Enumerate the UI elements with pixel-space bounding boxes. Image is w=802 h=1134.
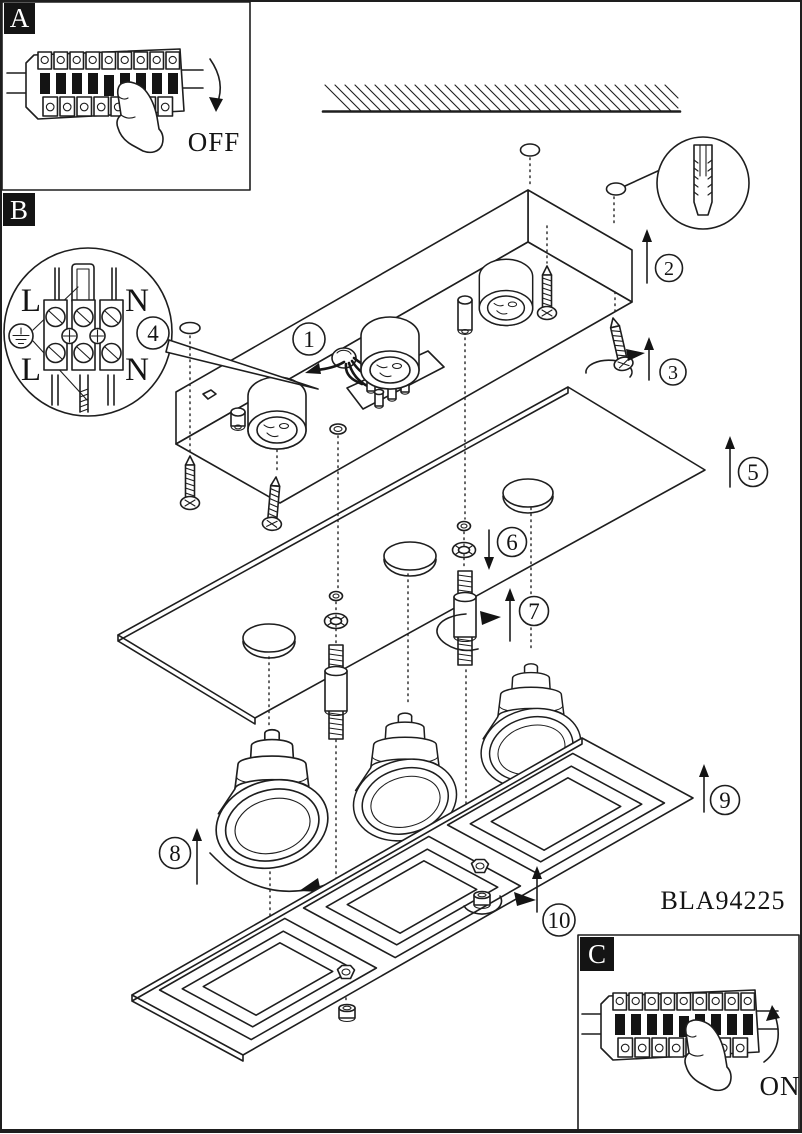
svg-text:8: 8: [169, 841, 181, 866]
mounting-base: [175, 189, 633, 504]
screw-into-anchor: [585, 315, 645, 378]
bushing: [457, 295, 473, 336]
svg-text:2: 2: [664, 258, 674, 280]
wire-arrow-icon: [305, 363, 321, 374]
hex-nut: [470, 858, 490, 874]
svg-text:9: 9: [719, 788, 731, 813]
ceiling-hole: [605, 182, 627, 196]
svg-text:5: 5: [747, 460, 759, 485]
svg-text:B: B: [10, 195, 28, 225]
panel-c-label: C: [588, 939, 606, 969]
rotate-arrow-icon: [299, 878, 321, 892]
terminal-label-n-top: N: [125, 283, 149, 319]
rotation-arc: [463, 895, 503, 915]
insert-arrow-icon: [514, 892, 536, 906]
insert-arrow-icon: [626, 349, 645, 361]
step-marker-1: [292, 322, 326, 356]
hex-nut: [336, 964, 356, 980]
bushing: [230, 407, 246, 432]
finial-cap: [338, 1003, 356, 1023]
ceiling-hole: [519, 143, 541, 157]
wiring-detail: L N L N 4: [3, 247, 319, 417]
lamp-holder: [360, 316, 420, 390]
model-number: BLA94225: [661, 886, 786, 915]
ceiling-hatch: [321, 84, 682, 113]
mounting-screw: [179, 455, 201, 511]
rotate-arrow-icon: [480, 611, 501, 625]
svg-text:4: 4: [147, 321, 159, 346]
mounting-tab: [202, 389, 217, 400]
terminal-label-l-bottom: L: [21, 352, 41, 388]
panel-b-label: B: [3, 193, 35, 226]
panel-c: C ON: [577, 934, 801, 1132]
on-caption: ON: [760, 1071, 801, 1101]
rotation-arc: [436, 613, 479, 652]
panel-a: A OFF: [1, 1, 251, 191]
wall-anchor-icon: [693, 144, 713, 216]
terminal-screws: [45, 306, 122, 364]
breaker-strip: [581, 989, 779, 1061]
starlock-washer: [451, 541, 477, 559]
gu10-bulb: [205, 728, 339, 882]
trim-plate: [131, 737, 694, 1062]
svg-text:6: 6: [506, 530, 518, 555]
svg-text:10: 10: [548, 908, 571, 933]
step-markers: 2 3 5 6 7 8 9 10: [158, 229, 769, 937]
lamp-holder: [247, 376, 307, 450]
dome-cap: [242, 478, 554, 659]
pointer-wedge: [165, 339, 319, 390]
svg-text:1: 1: [303, 327, 315, 352]
plate-hole-ring: [328, 590, 344, 602]
threaded-stud: [324, 644, 348, 740]
starlock-washer: [323, 612, 349, 630]
panel-a-label: A: [10, 3, 30, 33]
step-marker-4: [136, 316, 170, 350]
plate-hole-ring: [456, 520, 472, 532]
wall-anchor-detail: [624, 136, 750, 230]
svg-text:3: 3: [668, 362, 678, 384]
svg-text:7: 7: [528, 599, 540, 624]
earth-symbol-icon: [8, 323, 34, 349]
breaker-strip: [6, 48, 204, 120]
ceiling-hole: [179, 321, 201, 335]
terminal-label-n-bottom: N: [125, 352, 149, 388]
terminal-label-l-top: L: [21, 283, 41, 319]
lamp-holder: [478, 258, 534, 327]
base-hole: [329, 423, 347, 435]
off-caption: OFF: [188, 127, 241, 157]
